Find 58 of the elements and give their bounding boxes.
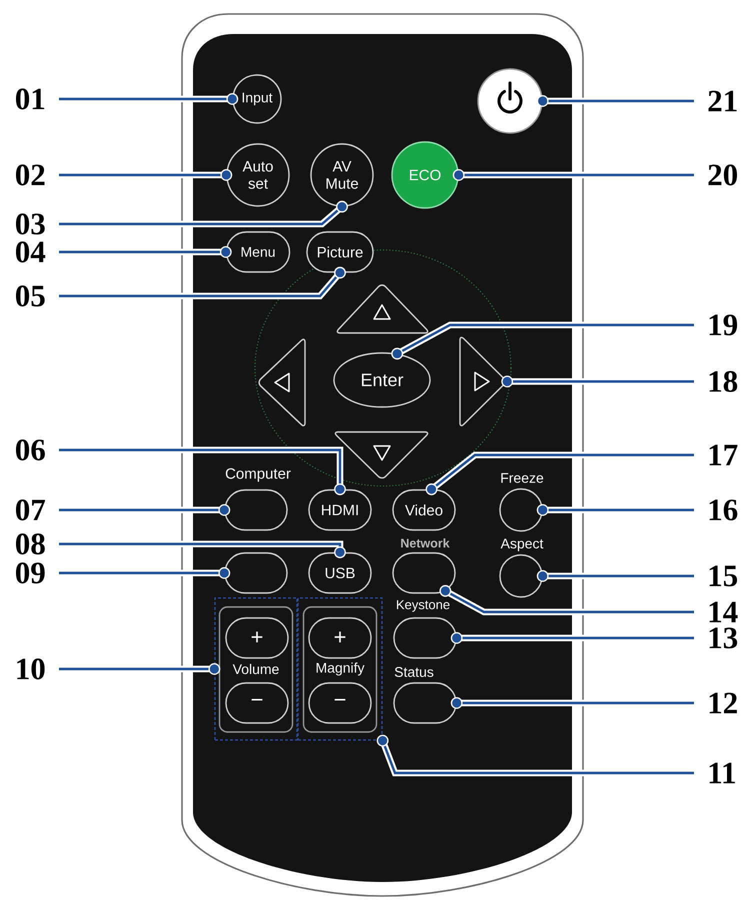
leader-line xyxy=(426,452,694,496)
leader-line xyxy=(59,663,220,675)
callout-number: 05 xyxy=(16,286,45,306)
leader-line xyxy=(59,446,346,496)
callout-number: 07 xyxy=(16,500,46,520)
callout-number: 14 xyxy=(710,602,738,622)
leader-line xyxy=(452,169,694,181)
callout-number: 06 xyxy=(16,440,45,460)
arrow-key xyxy=(459,336,506,426)
leader-line xyxy=(536,570,694,582)
callout-number: 08 xyxy=(16,534,45,554)
callout-number: 20 xyxy=(708,164,738,186)
leader-line xyxy=(536,504,694,516)
callout-number: 09 xyxy=(16,562,45,584)
leader-line xyxy=(391,322,694,360)
leader-line xyxy=(501,376,694,388)
callout-number: 03 xyxy=(16,214,45,234)
callout-number: 01 xyxy=(16,88,44,110)
leader-line xyxy=(376,734,694,776)
leader-line xyxy=(439,585,694,616)
callout-number: 10 xyxy=(17,658,45,680)
button-label: Status xyxy=(394,667,434,677)
leader-line xyxy=(59,93,238,105)
leader-line xyxy=(59,540,346,558)
callout-number: 13 xyxy=(710,628,738,648)
callout-number: 11 xyxy=(710,762,735,784)
leader-line xyxy=(536,95,694,107)
leader-line xyxy=(450,697,694,709)
callout-number: 12 xyxy=(710,692,737,714)
leader-line xyxy=(450,632,694,644)
button: Enter xyxy=(333,352,431,408)
callout-number: 15 xyxy=(710,566,738,586)
arrow-key xyxy=(258,338,306,426)
arrow-key xyxy=(334,431,428,479)
callout-number: 19 xyxy=(710,314,738,336)
button: AV Mute xyxy=(310,143,374,207)
arrow-key xyxy=(336,284,428,334)
callout-number: 18 xyxy=(710,371,738,392)
callout-number: 21 xyxy=(708,90,737,112)
button: Input xyxy=(232,74,282,124)
button-label: Freeze xyxy=(501,473,544,483)
leader-line xyxy=(59,169,232,181)
leader-line xyxy=(59,266,346,300)
power-button xyxy=(477,68,543,134)
callout-number: 17 xyxy=(710,444,738,466)
button: Auto set xyxy=(226,143,290,207)
button-label: Network xyxy=(401,538,450,548)
callout-number: 16 xyxy=(710,500,738,520)
button: ECO xyxy=(391,141,459,209)
button-label: Aspect xyxy=(500,538,544,552)
button-label: Keystone xyxy=(396,600,450,612)
callout-number: 04 xyxy=(16,242,46,262)
leader-line xyxy=(59,504,230,516)
button-label: Computer xyxy=(226,468,291,482)
leader-line xyxy=(59,246,232,258)
callout-number: 02 xyxy=(16,164,44,186)
leader-line xyxy=(59,567,230,579)
leader-line xyxy=(59,200,348,228)
